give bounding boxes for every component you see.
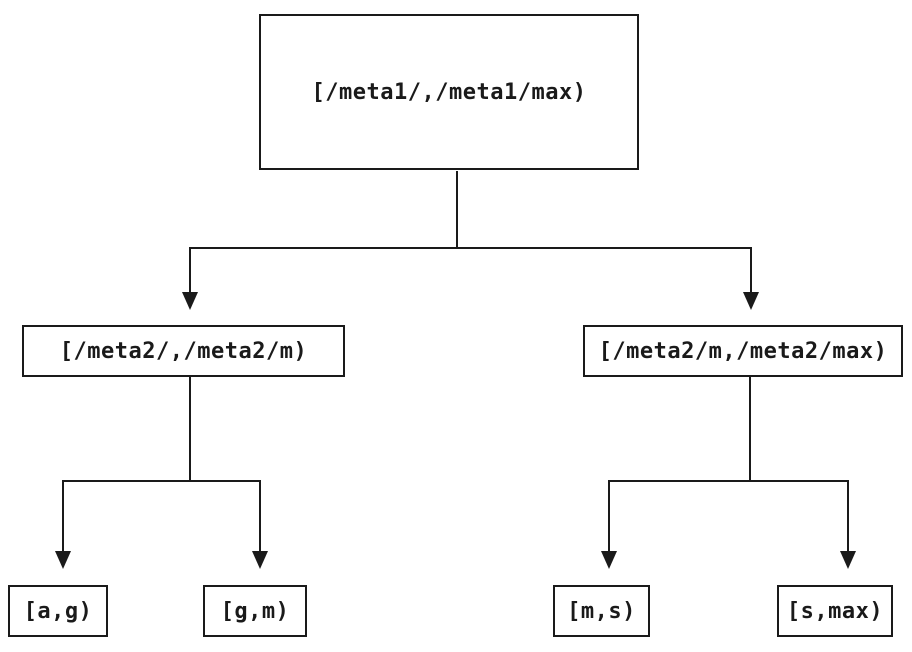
node-meta1-range: [/meta1/,/meta1/max): [259, 14, 639, 170]
arrowhead-to-leaf-smax: [840, 551, 856, 569]
node-leaf-smax: [s,max): [777, 585, 893, 637]
arrowhead-to-right-node: [743, 292, 759, 310]
node-meta2-lower-range: [/meta2/,/meta2/m): [22, 325, 345, 377]
node-leaf-gm-label: [g,m): [220, 598, 290, 624]
node-leaf-smax-label: [s,max): [786, 598, 884, 624]
node-leaf-ag: [a,g): [8, 585, 108, 637]
arrowhead-to-leaf-ms: [601, 551, 617, 569]
node-meta2-upper-range-label: [/meta2/m,/meta2/max): [598, 338, 888, 364]
node-leaf-ms: [m,s): [553, 585, 650, 637]
node-leaf-ag-label: [a,g): [23, 598, 93, 624]
node-leaf-ms-label: [m,s): [567, 598, 636, 624]
arrowhead-to-leaf-ag: [55, 551, 71, 569]
node-meta2-upper-range: [/meta2/m,/meta2/max): [583, 325, 903, 377]
arrowhead-to-left-node: [182, 292, 198, 310]
node-meta2-lower-range-label: [/meta2/,/meta2/m): [59, 338, 308, 364]
arrowhead-to-leaf-gm: [252, 551, 268, 569]
node-leaf-gm: [g,m): [203, 585, 307, 637]
node-meta1-range-label: [/meta1/,/meta1/max): [311, 79, 587, 105]
